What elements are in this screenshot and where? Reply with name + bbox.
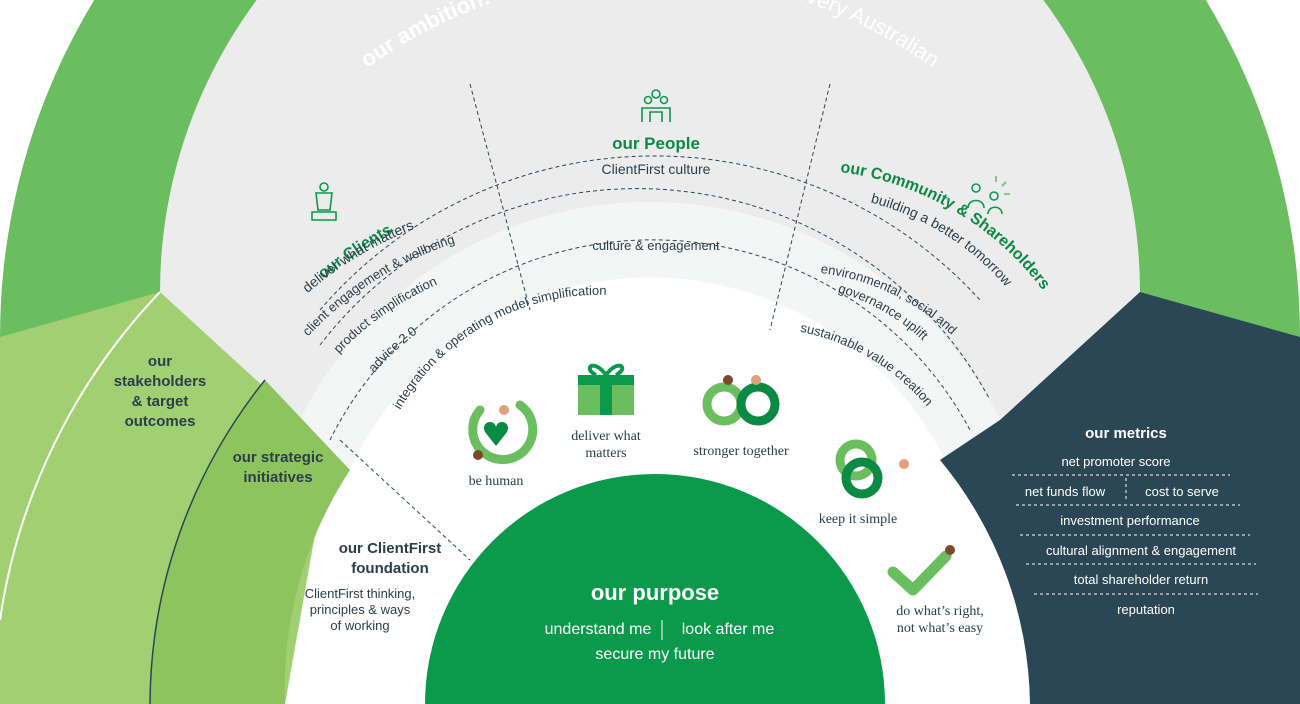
value-keep-it-simple: keep it simple [819, 512, 898, 527]
strategic-label-line-1: our strategic [233, 449, 324, 466]
purpose-understand: understand me [545, 621, 652, 638]
stakeholders-label: our stakeholders & target outcomes [114, 353, 207, 430]
metric-cultural: cultural alignment & engagement [1046, 543, 1236, 558]
value-do-right-line-2: not what’s easy [897, 621, 983, 636]
stakeholders-label-line-4: outcomes [125, 413, 196, 430]
stronger-together-icon [702, 375, 780, 426]
purpose-circle [425, 474, 885, 704]
people-icon [641, 89, 671, 122]
keep-it-simple-icon [835, 439, 909, 499]
foundation-label: our ClientFirst foundation ClientFirst t… [305, 540, 442, 633]
divider-clients-people [469, 83, 531, 311]
metric-reputation: reputation [1117, 602, 1175, 617]
people-subtitle: ClientFirst culture [602, 161, 711, 177]
metric-nff: net funds flow [1025, 484, 1106, 499]
divider-people-community [769, 83, 831, 331]
value-deliver-line-2: matters [585, 446, 626, 461]
divider-foundation [339, 439, 471, 561]
stakeholders-label-line-2: stakeholders [114, 373, 207, 390]
metric-investment: investment performance [1060, 513, 1199, 528]
metric-cts: cost to serve [1145, 484, 1219, 499]
divider-ring-1 [319, 155, 981, 311]
metrics-sector [940, 292, 1300, 704]
foundation-desc-line-3: of working [330, 618, 389, 633]
foundation-title-line-1: our ClientFirst [339, 540, 442, 557]
initiatives-band [300, 202, 1000, 470]
foundation-title-line-2: foundation [351, 560, 428, 577]
foundation-desc-line-2: principles & ways [310, 602, 411, 617]
divider-ring-2 [319, 188, 991, 401]
value-do-right-line-1: do what’s right, [896, 604, 984, 619]
community-icon [967, 176, 1010, 215]
stakeholders-label-line-3: & target [132, 393, 189, 410]
strategic-label-line-2: initiatives [243, 469, 312, 486]
value-deliver-line-1: deliver what [571, 429, 641, 444]
people-title: our People [612, 134, 700, 153]
metrics-title: our metrics [1085, 425, 1167, 442]
stakeholder-band [160, 0, 1140, 420]
clients-icon [311, 182, 337, 221]
be-human-icon [468, 400, 538, 465]
stakeholders-label-line-1: our [148, 353, 172, 370]
metric-tsr: total shareholder return [1074, 572, 1208, 587]
foundation-desc-line-1: ClientFirst thinking, [305, 586, 416, 601]
do-whats-right-icon [887, 545, 955, 596]
value-be-human: be human [469, 474, 524, 489]
initiative-culture: culture & engagement [592, 238, 720, 253]
deliver-what-matters-icon [578, 363, 634, 415]
strategic-initiatives-label: our strategic initiatives [233, 449, 324, 486]
purpose-title: our purpose [591, 580, 719, 605]
purpose-secure: secure my future [595, 646, 714, 663]
purpose-look-after: look after me [682, 621, 775, 638]
metric-nps: net promoter score [1061, 454, 1170, 469]
left-sector-divider [0, 291, 161, 621]
value-stronger-together: stronger together [693, 444, 789, 459]
strategic-initiatives-sector [150, 380, 350, 704]
left-sector-divider-2 [149, 379, 266, 704]
divider-ring-3 [329, 239, 971, 441]
